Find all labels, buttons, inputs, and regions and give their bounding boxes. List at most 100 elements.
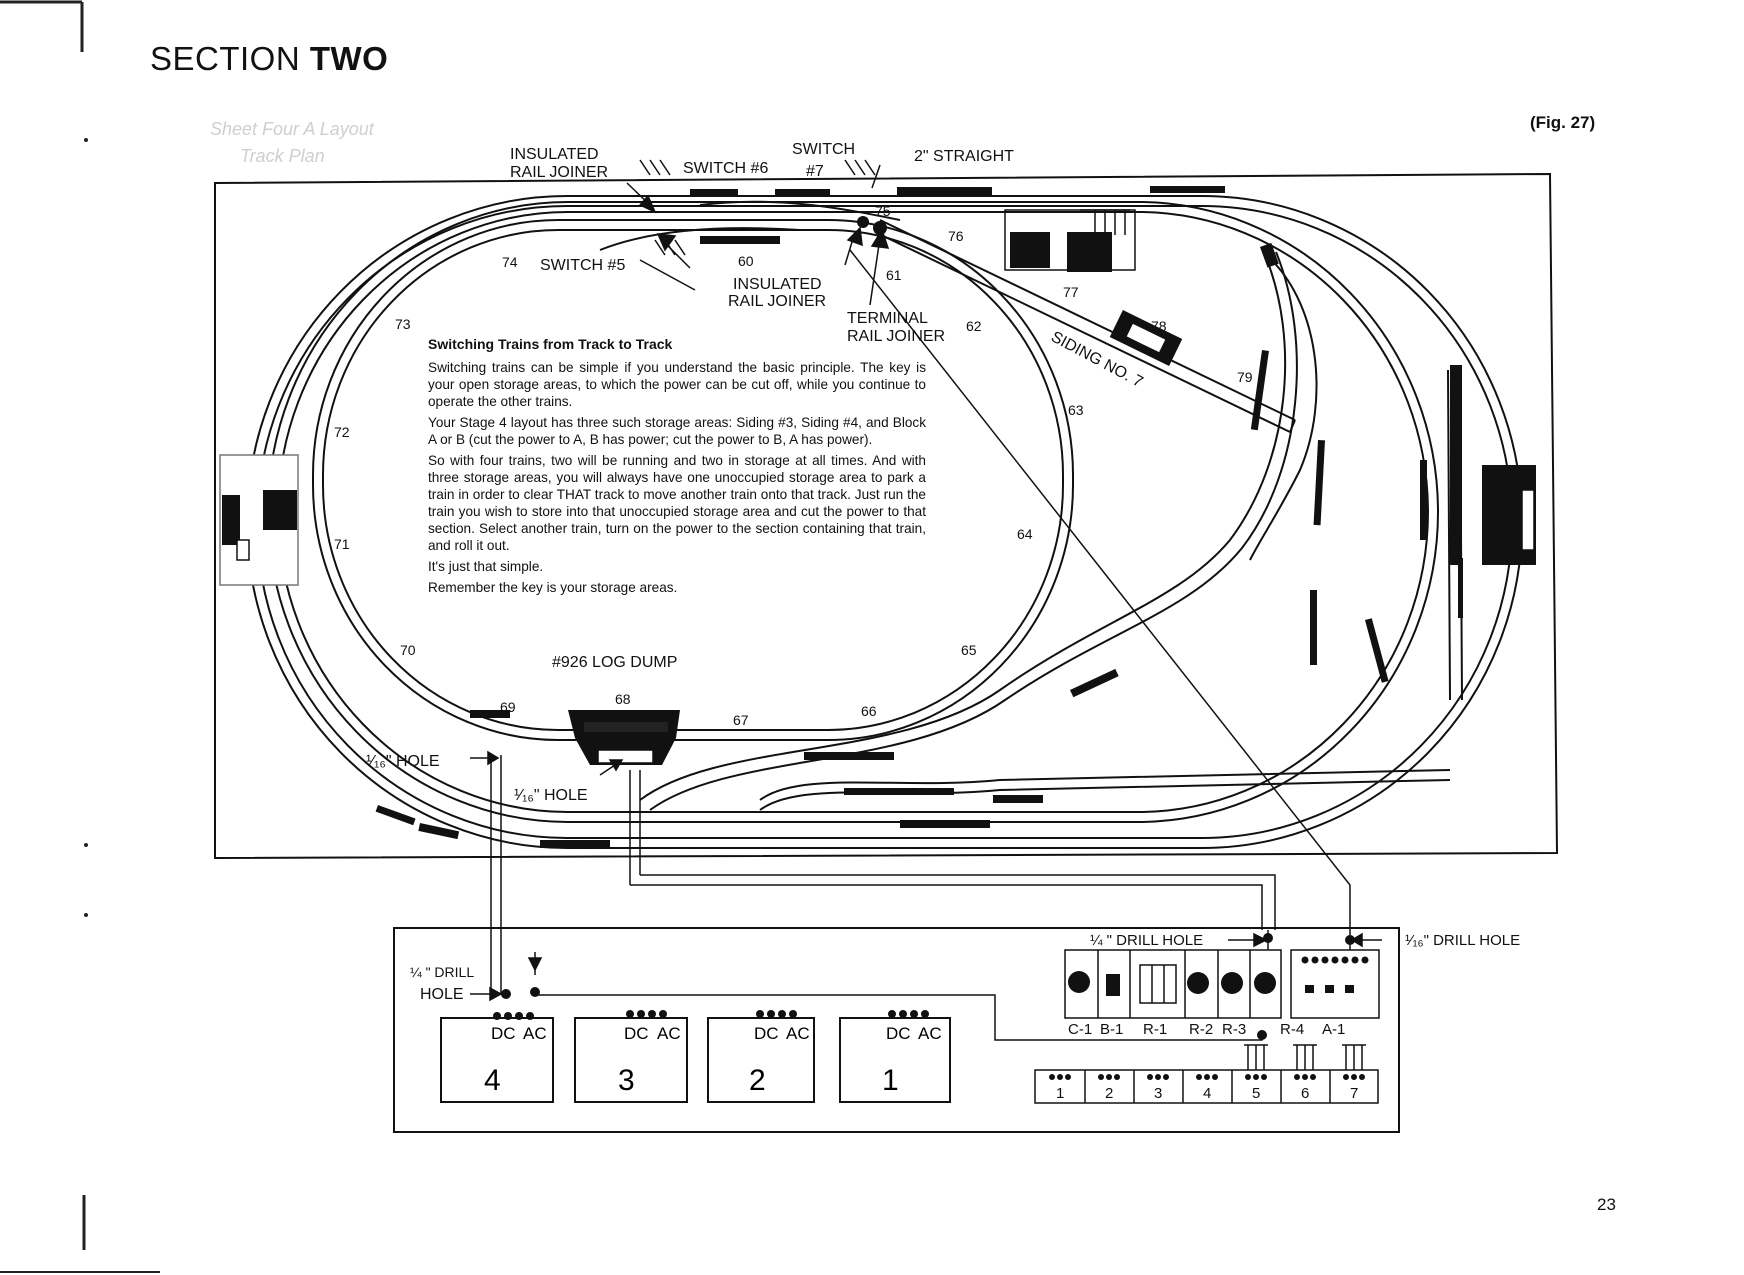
figure-reference: (Fig. 27) xyxy=(1530,113,1596,132)
label-switch-7-line1: SWITCH xyxy=(792,141,855,158)
label-switch-5: SWITCH #5 xyxy=(540,257,625,274)
text-paragraph: Your Stage 4 layout has three such stora… xyxy=(428,415,926,447)
station-left xyxy=(219,454,299,586)
track-number: 74 xyxy=(502,254,518,270)
track-number: 68 xyxy=(615,691,631,707)
label-hole-a: ¹⁄₁₆" HOLE xyxy=(366,753,440,770)
station-right xyxy=(1482,465,1536,565)
building-upper xyxy=(1004,209,1136,271)
switch-number: 5 xyxy=(1252,1085,1260,1102)
control-panel xyxy=(393,927,1400,1133)
switch-number: 3 xyxy=(1154,1085,1162,1102)
faint-stamp-line-1: Sheet Four A Layout xyxy=(210,119,375,139)
label-terminal-joiner-2: RAIL JOINER xyxy=(847,328,945,345)
track-accessories xyxy=(375,186,1463,848)
switching-trains-text: Switching Trains from Track to Track Swi… xyxy=(428,336,926,600)
track-number: 76 xyxy=(948,228,964,244)
track-number: 78 xyxy=(1151,318,1167,334)
track-number: 79 xyxy=(1237,369,1253,385)
ac-label: AC xyxy=(918,1024,942,1043)
label-terminal-joiner-1: TERMINAL xyxy=(847,310,928,327)
track-number: 77 xyxy=(1063,284,1079,300)
track-number: 71 xyxy=(334,536,350,552)
block-label: R-3 xyxy=(1222,1021,1246,1038)
ac-label: AC xyxy=(523,1024,547,1043)
label-drill-hole-center: ¼ " DRILL HOLE xyxy=(1090,932,1203,949)
transformer-terminals xyxy=(493,1010,929,1020)
switch-number: 4 xyxy=(1203,1085,1211,1102)
block-label: A-1 xyxy=(1322,1021,1345,1038)
text-paragraph: It's just that simple. xyxy=(428,559,544,574)
label-hole-b: ¹⁄₁₆" HOLE xyxy=(514,787,588,804)
label-drill-hole-left-1: ¼ " DRILL xyxy=(410,964,474,980)
transformer-number: 3 xyxy=(618,1064,635,1097)
label-insulated-joiner-top-2: RAIL JOINER xyxy=(510,164,608,181)
track-number: 75 xyxy=(875,203,891,219)
track-number: 66 xyxy=(861,703,877,719)
text-block-title: Switching Trains from Track to Track xyxy=(428,336,673,352)
layout-board xyxy=(214,172,1559,860)
text-paragraph: Switching trains can be simple if you un… xyxy=(428,360,926,409)
section-word: SECTION xyxy=(150,40,301,77)
track-number: 70 xyxy=(400,642,416,658)
switch-number: 1 xyxy=(1056,1085,1064,1102)
block-label: R-4 xyxy=(1280,1021,1304,1038)
diagram-labels: INSULATED RAIL JOINER SWITCH #6 SWITCH #… xyxy=(366,141,1520,1003)
track-number: 61 xyxy=(886,267,902,283)
transformer-number: 2 xyxy=(749,1064,766,1097)
pointer-arrows xyxy=(470,159,1382,1002)
label-insulated-joiner-mid-2: RAIL JOINER xyxy=(728,293,826,310)
block-control-panel xyxy=(1064,949,1380,1019)
faint-stamp-line-2: Track Plan xyxy=(240,146,325,166)
block-control-buttons[interactable] xyxy=(1068,956,1369,997)
label-log-dump: #926 LOG DUMP xyxy=(552,654,677,671)
label-drill-hole-right: ¹⁄₁₆" DRILL HOLE xyxy=(1405,932,1520,949)
track-numbers: 60 61 62 63 64 65 66 67 68 69 70 71 72 7… xyxy=(334,203,1253,728)
text-paragraph: Remember the key is your storage areas. xyxy=(428,580,678,595)
track-number: 62 xyxy=(966,318,982,334)
block-label: C-1 xyxy=(1068,1021,1092,1038)
track-number: 69 xyxy=(500,699,516,715)
transformer-3[interactable]: DC AC 3 xyxy=(574,1017,688,1103)
scan-margin-marks xyxy=(0,0,160,1273)
label-drill-hole-left-2: HOLE xyxy=(420,986,464,1003)
switch-controller-strip xyxy=(1034,1069,1379,1104)
section-number: TWO xyxy=(309,40,389,77)
ac-label: AC xyxy=(786,1024,810,1043)
log-dump-accessory xyxy=(568,710,680,765)
ac-label: AC xyxy=(657,1024,681,1043)
track-number: 65 xyxy=(961,642,977,658)
track-number: 67 xyxy=(733,712,749,728)
dc-label: DC xyxy=(491,1024,516,1043)
track-number: 60 xyxy=(738,253,754,269)
dc-label: DC xyxy=(624,1024,649,1043)
siding-track xyxy=(874,219,1296,433)
section-heading: SECTION TWO xyxy=(150,40,388,78)
dc-label: DC xyxy=(754,1024,779,1043)
siding-car xyxy=(1109,310,1183,366)
label-insulated-joiner-top-1: INSULATED xyxy=(510,146,599,163)
label-switch-6: SWITCH #6 xyxy=(683,160,768,177)
transformer-4[interactable]: DC AC 4 xyxy=(440,1017,554,1103)
dc-label: DC xyxy=(886,1024,911,1043)
transformer-1[interactable]: DC AC 1 xyxy=(839,1017,951,1103)
switch-controller-dots[interactable] xyxy=(1049,1074,1365,1080)
switch-number: 2 xyxy=(1105,1085,1113,1102)
track-number: 63 xyxy=(1068,402,1084,418)
switch-controller-wires xyxy=(1244,1044,1366,1070)
transformer-number: 1 xyxy=(882,1064,899,1097)
block-control-labels: C-1 B-1 R-1 R-2 R-3 R-4 A-1 xyxy=(1068,1021,1345,1038)
switch-controller-numbers: 1 2 3 4 5 6 7 xyxy=(1056,1085,1358,1102)
transformer-2[interactable]: DC AC 2 xyxy=(707,1017,815,1103)
block-label: R-1 xyxy=(1143,1021,1167,1038)
text-paragraph: So with four trains, two will be running… xyxy=(428,453,926,553)
block-label: R-2 xyxy=(1189,1021,1213,1038)
label-2in-straight: 2" STRAIGHT xyxy=(914,148,1014,165)
track-number: 64 xyxy=(1017,526,1033,542)
transformer-number: 4 xyxy=(484,1064,501,1097)
label-switch-7-line2: #7 xyxy=(806,163,824,180)
track-number: 72 xyxy=(334,424,350,440)
label-insulated-joiner-mid-1: INSULATED xyxy=(733,276,822,293)
